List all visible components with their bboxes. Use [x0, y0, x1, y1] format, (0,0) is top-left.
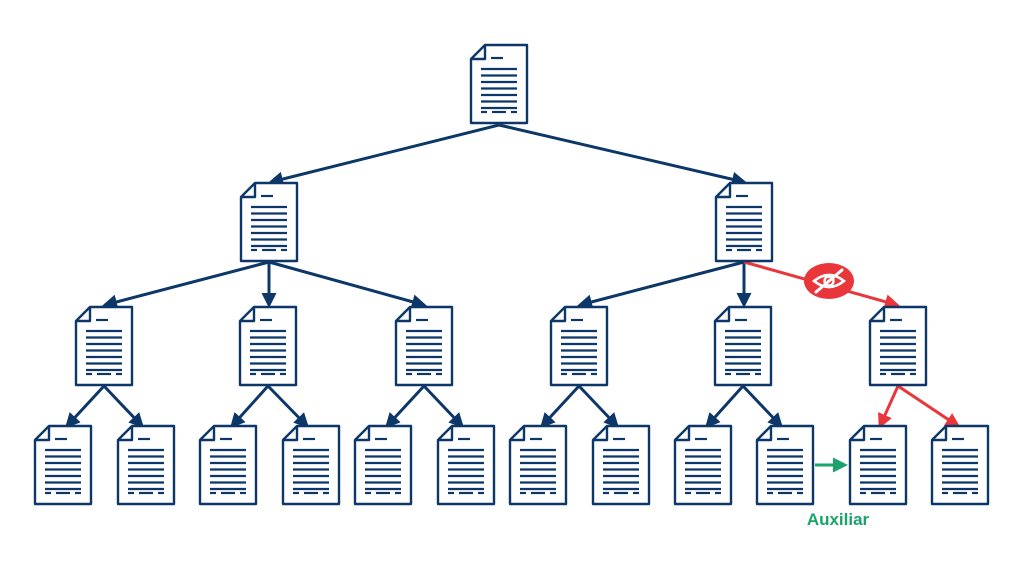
- document-icon: [33, 424, 93, 506]
- tree-edge: [384, 384, 426, 429]
- tree-edge: [64, 384, 106, 429]
- document-icon: [238, 305, 298, 387]
- tree-edge: [102, 384, 145, 429]
- tree-edge: [741, 384, 784, 429]
- tree-edge: [229, 384, 270, 429]
- tree-edge: [268, 123, 500, 187]
- document-icon: [868, 305, 928, 387]
- document-icon: [713, 305, 773, 387]
- tree-edge: [268, 260, 427, 310]
- document-icon: [755, 424, 815, 506]
- document-icon: [469, 43, 529, 125]
- document-icon: [353, 424, 413, 506]
- document-icon: [198, 424, 258, 506]
- auxiliary-label: Auxiliar: [807, 510, 870, 529]
- document-icon: [549, 305, 609, 387]
- document-icon: [281, 424, 341, 506]
- tree-edge: [704, 384, 745, 429]
- tree-edge: [102, 260, 270, 310]
- hidden-tree-edge: [878, 385, 900, 429]
- tree-edge: [266, 384, 310, 429]
- eye-slash-icon: [804, 263, 854, 299]
- document-icon: [673, 424, 733, 506]
- tree-edge: [577, 384, 620, 429]
- document-icon: [436, 424, 496, 506]
- tree-edges: [64, 123, 961, 429]
- document-icon: [930, 424, 990, 506]
- tree-edge: [422, 384, 465, 429]
- tree-edge: [577, 260, 745, 310]
- document-icon: [848, 424, 908, 506]
- tree-edge: [539, 384, 581, 429]
- document-icon: [74, 305, 134, 387]
- document-icon: [714, 181, 774, 263]
- document-icon: [394, 305, 454, 387]
- document-icon: [508, 424, 568, 506]
- document-icon: [239, 181, 299, 263]
- document-icon: [591, 424, 651, 506]
- hidden-tree-edge: [897, 384, 961, 428]
- tree-edge: [498, 123, 747, 187]
- document-icon: [116, 424, 176, 506]
- tree-nodes: [33, 43, 990, 506]
